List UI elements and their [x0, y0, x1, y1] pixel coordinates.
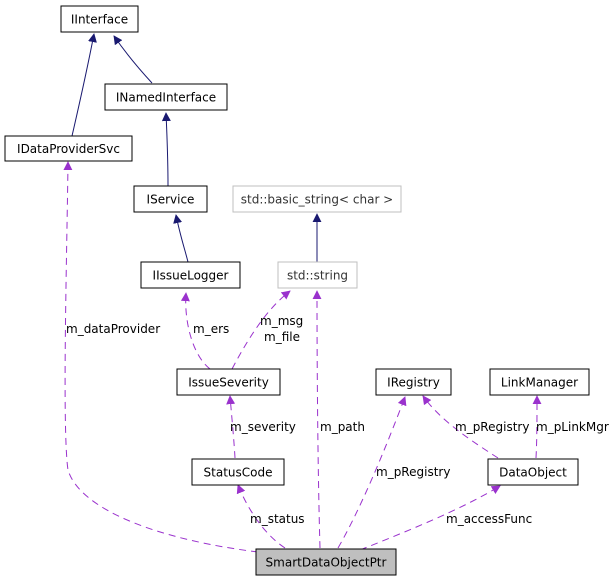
edge-issueseverity-stdstring	[231, 290, 291, 370]
node-iregistry[interactable]: IRegistry	[375, 368, 452, 396]
node-iregistry-label: IRegistry	[387, 376, 440, 390]
label-m-dataprovider: m_dataProvider	[66, 322, 160, 336]
node-issueseverity-label: IssueSeverity	[188, 376, 269, 390]
edge-iservice-inamedinterface	[161, 112, 171, 187]
edge-smartptr-idataprovidersvc	[63, 161, 259, 553]
label-m-pregistry-dataobject: m_pRegistry	[455, 420, 529, 434]
edge-labels: m_dataProvider m_ers m_msg m_file m_seve…	[66, 314, 609, 526]
label-m-path: m_path	[320, 420, 365, 434]
node-linkmanager-label: LinkManager	[501, 376, 578, 390]
node-iissuelogger-label: IIssueLogger	[153, 269, 229, 283]
edge-smartptr-statuscode	[236, 484, 286, 549]
node-iservice-label: IService	[147, 193, 195, 207]
node-dataobject[interactable]: DataObject	[487, 458, 579, 486]
label-m-status: m_status	[250, 512, 305, 526]
node-dataobject-label: DataObject	[499, 466, 567, 480]
edge-smartptr-stdstring	[312, 290, 322, 549]
node-linkmanager[interactable]: LinkManager	[489, 368, 590, 396]
edge-inamedinterface-iinterface	[113, 35, 153, 84]
node-std-string-label: std::string	[287, 269, 348, 283]
node-smartdataobjectptr-label: SmartDataObjectPtr	[266, 556, 387, 570]
node-iservice[interactable]: IService	[133, 185, 208, 213]
node-idataprovidersvc[interactable]: IDataProviderSvc	[4, 135, 133, 162]
label-m-accessfunc: m_accessFunc	[446, 512, 532, 526]
label-m-file: m_file	[264, 330, 300, 344]
inheritance-edges	[71, 33, 322, 263]
node-iinterface-label: IInterface	[71, 13, 128, 27]
edge-smartptr-dataobject	[359, 485, 501, 551]
node-iinterface[interactable]: IInterface	[60, 5, 139, 33]
node-basic-string-label: std::basic_string< char >	[241, 193, 394, 207]
node-statuscode[interactable]: StatusCode	[191, 458, 285, 486]
edge-dataobject-linkmanager	[532, 395, 542, 459]
edge-iissuelogger-iservice	[173, 214, 189, 263]
node-idataprovidersvc-label: IDataProviderSvc	[17, 142, 120, 156]
node-inamedinterface[interactable]: INamedInterface	[104, 83, 228, 111]
node-std-string[interactable]: std::string	[277, 261, 358, 289]
edge-idataprovidersvc-iinterface	[71, 33, 97, 137]
edge-dataobject-iregistry	[422, 395, 499, 459]
node-statuscode-label: StatusCode	[204, 466, 273, 480]
usage-edges	[63, 161, 542, 553]
label-m-ers: m_ers	[193, 322, 229, 336]
node-issueseverity[interactable]: IssueSeverity	[176, 368, 281, 396]
edge-statuscode-issueseverity	[226, 395, 236, 459]
node-inamedinterface-label: INamedInterface	[116, 91, 216, 105]
edge-smartptr-iregistry	[337, 396, 407, 549]
node-basic-string[interactable]: std::basic_string< char >	[232, 185, 402, 213]
node-iissuelogger[interactable]: IIssueLogger	[140, 261, 241, 289]
label-m-plinkmgr: m_pLinkMgr	[536, 420, 609, 434]
label-m-msg: m_msg	[260, 314, 303, 328]
node-smartdataobjectptr[interactable]: SmartDataObjectPtr	[255, 548, 397, 576]
label-m-severity: m_severity	[230, 420, 296, 434]
edge-issueseverity-iissuelogger	[180, 292, 211, 370]
label-m-pregistry-smartptr: m_pRegistry	[376, 465, 450, 479]
